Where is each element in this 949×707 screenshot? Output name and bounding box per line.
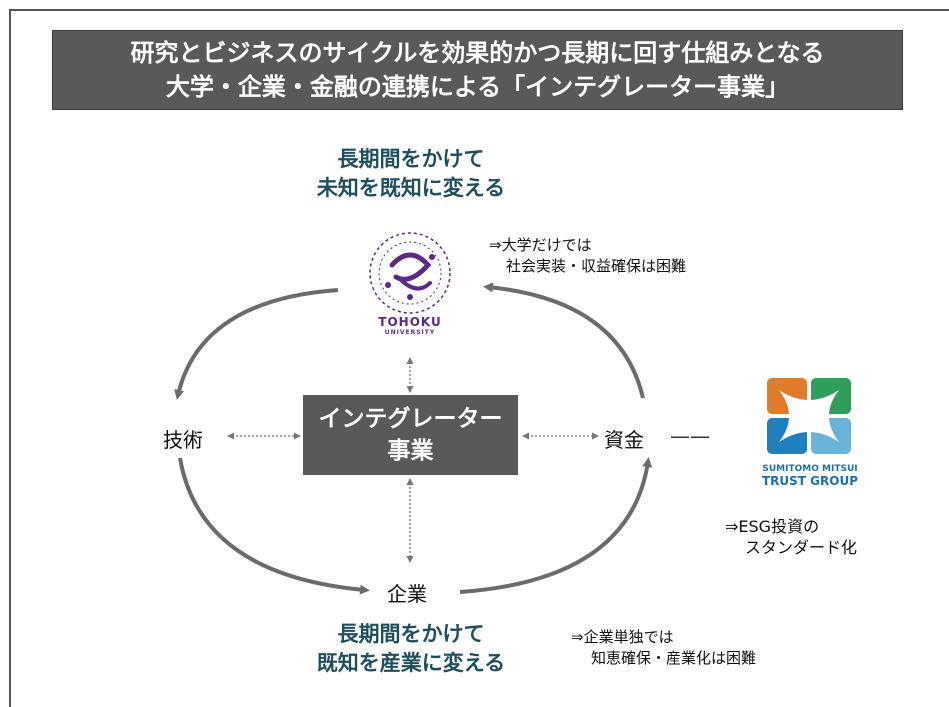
center-line-1: インテグレーター — [318, 406, 503, 432]
cycle-arrow-company-to-capital — [459, 457, 653, 594]
center-line-2: 事業 — [387, 438, 434, 464]
trust-logo: SUMITOMO MITSUI TRUST GROUP — [745, 464, 875, 488]
title-line-2: 大学・企業・金融の連携による「インテグレーター事業」 — [165, 73, 790, 101]
company-note-line-1: ⇒企業単独では — [571, 628, 674, 646]
four-petal-icon — [767, 378, 851, 454]
trust-logo-line-2: TRUST GROUP — [761, 474, 858, 488]
cycle-arrow-capital-to-university — [483, 282, 645, 399]
top-caption-line-1: 長期間をかけて — [337, 147, 485, 171]
cycle-arrow-university-to-tech — [174, 288, 339, 400]
integrator-business-box: インテグレーター 事業 — [303, 395, 518, 475]
bottom-caption-line-2: 既知を産業に変える — [316, 651, 506, 675]
bottom-caption: 長期間をかけて 既知を産業に変える — [300, 620, 522, 678]
wisteria-seal-icon — [369, 232, 451, 314]
company-note: ⇒企業単独では 知恵確保・産業化は困難 — [571, 627, 756, 669]
university-note: ⇒大学だけでは 社会実装・収益確保は困難 — [489, 235, 686, 277]
esg-note-line-1: ⇒ESG投資の — [725, 517, 820, 536]
tohoku-name: TOHOKU — [378, 315, 442, 329]
trust-logo-line-1: SUMITOMO MITSUI — [762, 464, 858, 474]
cycle-arrow-tech-to-company — [178, 457, 370, 595]
slide-frame — [9, 9, 949, 707]
esg-note: ⇒ESG投資の スタンダード化 — [725, 516, 857, 558]
company-note-line-2: 知恵確保・産業化は困難 — [591, 649, 757, 667]
node-technology: 技術 — [163, 428, 203, 452]
tohoku-logo: TOHOKU UNIVERSITY — [360, 315, 460, 336]
bottom-caption-line-1: 長期間をかけて — [337, 622, 485, 646]
top-caption: 長期間をかけて 未知を既知に変える — [300, 145, 522, 203]
title-line-1: 研究とビジネスのサイクルを効果的かつ長期に回す仕組みとなる — [130, 39, 825, 67]
tohoku-sub: UNIVERSITY — [384, 329, 436, 336]
node-company: 企業 — [387, 582, 427, 606]
node-capital-dash: —— — [670, 424, 710, 448]
university-note-line-2: 社会実装・収益確保は困難 — [506, 257, 687, 275]
title-banner: 研究とビジネスのサイクルを効果的かつ長期に回す仕組みとなる 大学・企業・金融の連… — [52, 30, 903, 110]
top-caption-line-2: 未知を既知に変える — [316, 176, 506, 200]
university-note-line-1: ⇒大学だけでは — [489, 236, 592, 254]
node-capital: 資金 — [604, 428, 644, 452]
esg-note-line-2: スタンダード化 — [745, 538, 858, 557]
